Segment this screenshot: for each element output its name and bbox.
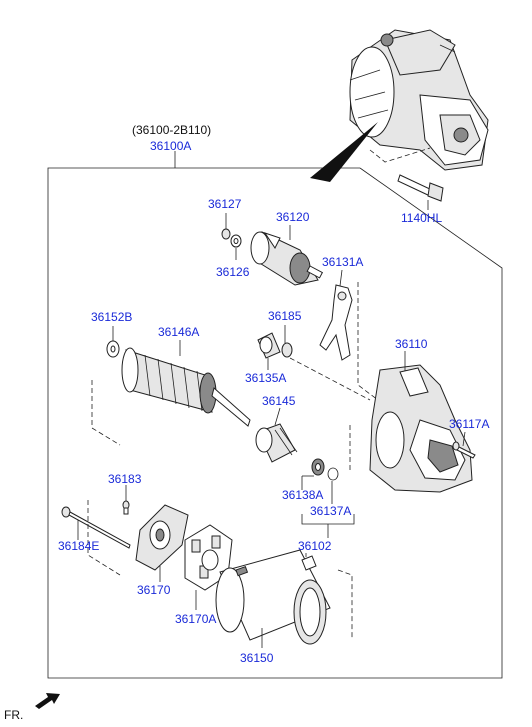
label-36183: 36183 [108, 472, 142, 486]
label-36145: 36145 [262, 394, 296, 408]
washer-36152b [106, 340, 120, 358]
label-1140hl: 1140HL [401, 211, 442, 225]
front-arrow-icon [35, 693, 60, 709]
label-36110: 36110 [395, 337, 428, 351]
label-36135a: 36135A [245, 371, 286, 385]
washer-36126 [230, 234, 242, 248]
shift-lever-36131a [319, 284, 353, 361]
solenoid-36120 [250, 231, 324, 286]
housing-36110 [369, 364, 473, 493]
assembly-pointer-arrow [310, 122, 378, 182]
brush-plate-36170 [135, 504, 189, 571]
label-36150: 36150 [240, 651, 274, 665]
label-36138a: 36138A [282, 488, 323, 502]
label-36184e: 36184E [58, 539, 99, 553]
screw-36183 [122, 500, 130, 515]
label-36146a: 36146A [158, 325, 199, 339]
label-36185: 36185 [268, 309, 302, 323]
brush-spring-36102 [301, 555, 317, 571]
label-36120: 36120 [276, 210, 310, 224]
label-36170: 36170 [137, 583, 171, 597]
plunger-36135a [257, 332, 281, 359]
label-36102: 36102 [298, 539, 332, 553]
yoke-36150 [215, 549, 331, 645]
label-36117a: 36117A [449, 417, 489, 431]
label-36170a: 36170A [175, 612, 216, 626]
assembly-alt-number: (36100-2B110) [132, 123, 211, 137]
label-36126: 36126 [216, 265, 250, 279]
bearing-36138a [311, 458, 325, 476]
front-label: FR. [4, 708, 23, 722]
nut-36127 [221, 228, 231, 240]
label-36152b: 36152B [91, 310, 132, 324]
plunger-36185 [281, 342, 293, 358]
bolt-1140hl [397, 174, 444, 202]
clip-36137a [327, 467, 339, 481]
label-36127: 36127 [208, 197, 242, 211]
through-bolt-36184e [61, 506, 131, 549]
screw-36117a [452, 441, 476, 459]
pinion-36145 [255, 423, 298, 463]
label-36131a: 36131A [322, 255, 363, 269]
assembled-starter-image [349, 29, 489, 171]
assembly-main-number: 36100A [150, 139, 191, 153]
armature-36146a [121, 347, 251, 427]
assembly-frame [47, 167, 503, 679]
label-36137a: 36137A [310, 504, 351, 518]
